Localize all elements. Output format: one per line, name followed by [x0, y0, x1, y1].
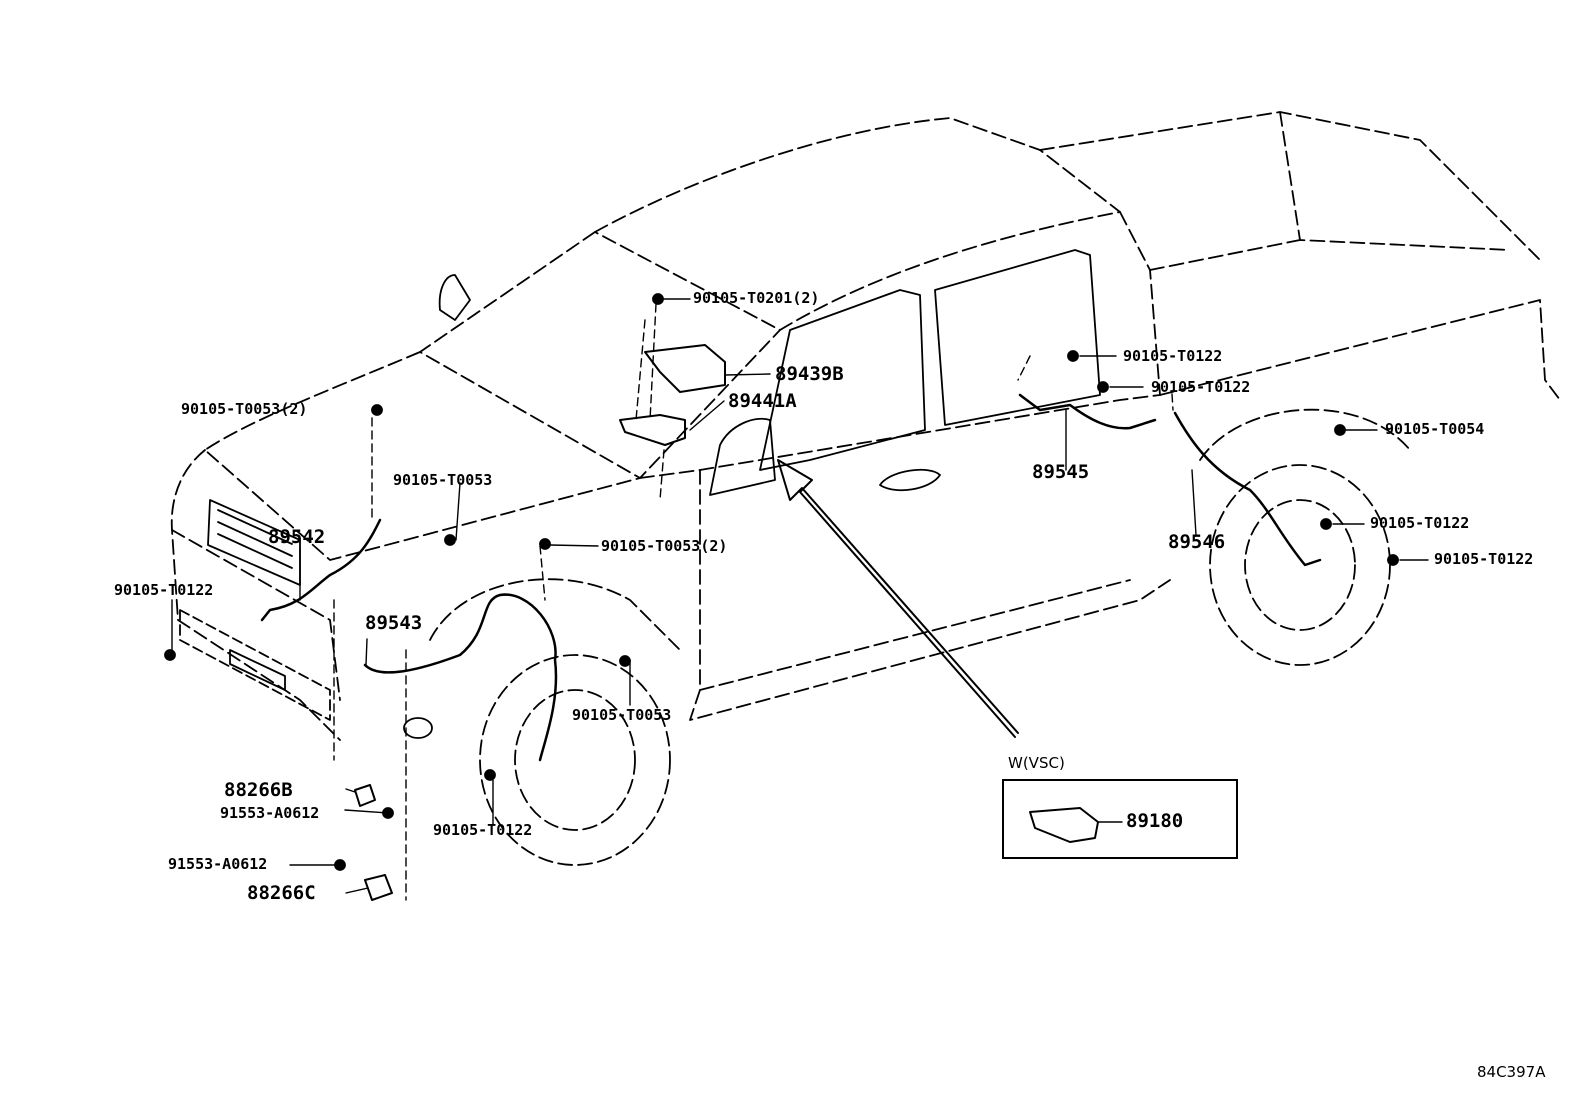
label-90105-t0053-2-mid[interactable]: 90105-T0053(2)	[601, 537, 728, 555]
vehicle-windows	[438, 249, 1101, 496]
label-89542[interactable]: 89542	[268, 526, 326, 548]
label-91553-a0612-a[interactable]: 91553-A0612	[220, 804, 320, 822]
label-89543[interactable]: 89543	[365, 612, 423, 634]
label-90105-t0053-b[interactable]: 90105-T0053	[572, 706, 672, 724]
label-90105-t0053-2-top[interactable]: 90105-T0053(2)	[181, 400, 308, 418]
label-89441a[interactable]: 89441A	[728, 390, 797, 412]
part-89439b-cover	[644, 344, 726, 393]
inset-box	[1002, 779, 1238, 859]
label-90105-t0201[interactable]: 90105-T0201(2)	[693, 289, 820, 307]
leader-lines	[171, 298, 1429, 894]
part-88266b-clip	[354, 784, 376, 807]
label-89180[interactable]: 89180	[1126, 810, 1184, 832]
part-89180-sensor	[1029, 807, 1099, 843]
part-88266c-clip	[364, 874, 393, 901]
part-89441a-sensor	[619, 414, 686, 446]
label-89439b[interactable]: 89439B	[775, 363, 844, 385]
part-89543-harness	[363, 593, 558, 762]
inset-title: W(VSC)	[1008, 754, 1065, 772]
label-91553-a0612-b[interactable]: 91553-A0612	[168, 855, 268, 873]
label-90105-t0122-left[interactable]: 90105-T0122	[114, 581, 214, 599]
bolt-icons	[164, 293, 1399, 871]
part-89546-harness	[1173, 411, 1322, 567]
vehicle-body-outline	[170, 111, 1561, 741]
label-90105-t0122-r3[interactable]: 90105-T0122	[1370, 514, 1470, 532]
label-90105-t0122-r1[interactable]: 90105-T0122	[1123, 347, 1223, 365]
callout-arrow	[777, 459, 1019, 738]
label-90105-t0122-r4[interactable]: 90105-T0122	[1434, 550, 1534, 568]
part-89542-harness	[260, 518, 382, 622]
part-89545-harness	[1018, 393, 1157, 430]
mounting-dashed-lines	[333, 303, 1174, 901]
label-89545[interactable]: 89545	[1032, 461, 1090, 483]
label-90105-t0122-bottom[interactable]: 90105-T0122	[433, 821, 533, 839]
label-90105-t0122-r2[interactable]: 90105-T0122	[1151, 378, 1251, 396]
label-90105-t0054[interactable]: 90105-T0054	[1385, 420, 1485, 438]
label-88266c[interactable]: 88266C	[247, 882, 316, 904]
label-90105-t0053-a[interactable]: 90105-T0053	[393, 471, 493, 489]
label-89546[interactable]: 89546	[1168, 531, 1226, 553]
wheels	[479, 464, 1391, 866]
label-88266b[interactable]: 88266B	[224, 779, 293, 801]
diagram-code: 84C397A	[1477, 1063, 1546, 1081]
